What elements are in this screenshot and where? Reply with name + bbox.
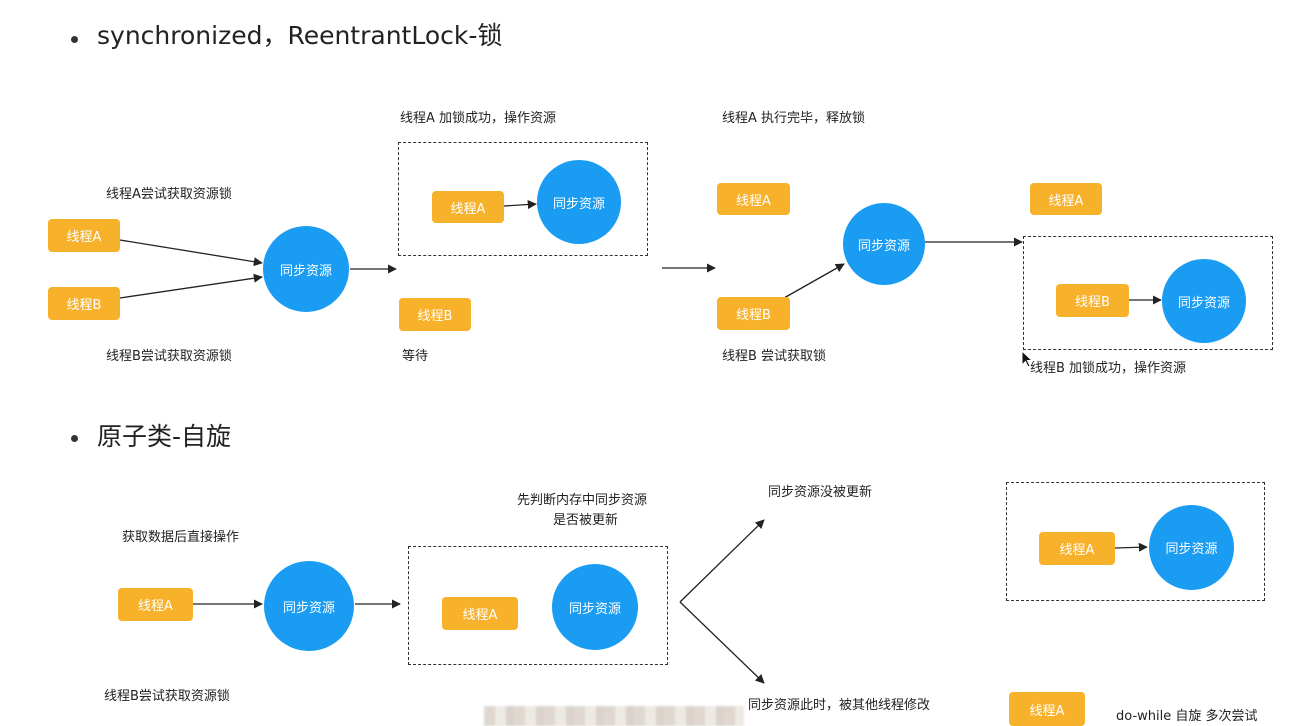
thread-a-box: 线程A <box>1039 532 1115 565</box>
resource-circle: 同步资源 <box>1162 259 1246 343</box>
section2-heading: 原子类-自旋 <box>97 422 232 451</box>
thread-a-box: 线程A <box>1030 183 1102 215</box>
check-region-box <box>408 546 668 665</box>
thread-b-box: 线程B <box>1056 284 1129 317</box>
thread-b-box: 线程B <box>399 298 471 331</box>
label-wait: 等待 <box>402 349 429 364</box>
thread-a-box: 线程A <box>717 183 790 215</box>
locked-region-box <box>1023 236 1273 350</box>
resource-circle: 同步资源 <box>843 203 925 285</box>
resource-circle: 同步资源 <box>537 160 621 244</box>
label-a-try: 线程A尝试获取资源锁 <box>106 187 232 202</box>
thread-b-box: 线程B <box>717 297 790 330</box>
arrow-a-to-resource <box>119 239 263 267</box>
label-do-while: do-while 自旋 多次尝试 <box>1116 709 1258 724</box>
bullet-icon <box>71 435 78 442</box>
success-region-box <box>1006 482 1265 601</box>
thread-a-box: 线程A <box>118 588 193 621</box>
label-b-locked: 线程B 加锁成功，操作资源 <box>1030 361 1187 376</box>
label-a-done: 线程A 执行完毕，释放锁 <box>722 111 866 126</box>
section1-heading: synchronized，ReentrantLock-锁 <box>97 21 503 50</box>
thread-a-box: 线程A <box>48 219 120 252</box>
label-b-try: 线程B尝试获取资源锁 <box>104 689 230 704</box>
resource-circle: 同步资源 <box>263 226 349 312</box>
label-a-locked: 线程A 加锁成功，操作资源 <box>400 111 557 126</box>
thread-b-box: 线程B <box>48 287 120 320</box>
blurred-watermark <box>484 706 744 726</box>
mouse-cursor-icon <box>1021 350 1033 368</box>
thread-a-box: 线程A <box>432 191 504 223</box>
label-check-line1: 先判断内存中同步资源 <box>517 493 648 508</box>
arrow-b-to-resource <box>119 273 263 299</box>
arrow-branch-down <box>679 601 765 684</box>
arrow-a-resource-inner <box>503 199 537 210</box>
label-get-data: 获取数据后直接操作 <box>122 530 240 545</box>
resource-circle: 同步资源 <box>552 564 638 650</box>
thread-a-box: 线程A <box>442 597 518 630</box>
label-check-line2: 是否被更新 <box>553 513 619 528</box>
label-b-try-lock: 线程B 尝试获取锁 <box>722 349 827 364</box>
resource-circle: 同步资源 <box>264 561 354 651</box>
arrow-a-resource-final <box>1114 542 1148 552</box>
thread-a-box: 线程A <box>1009 692 1085 726</box>
locked-region-box <box>398 142 648 256</box>
bullet-icon <box>71 36 78 43</box>
label-modified: 同步资源此时，被其他线程修改 <box>748 698 931 713</box>
label-not-updated: 同步资源没被更新 <box>768 485 873 500</box>
arrow-branch-up <box>679 519 765 603</box>
label-b-try: 线程B尝试获取资源锁 <box>106 349 232 364</box>
resource-circle: 同步资源 <box>1149 505 1234 590</box>
arrow-b-to-resource-2 <box>783 263 845 299</box>
